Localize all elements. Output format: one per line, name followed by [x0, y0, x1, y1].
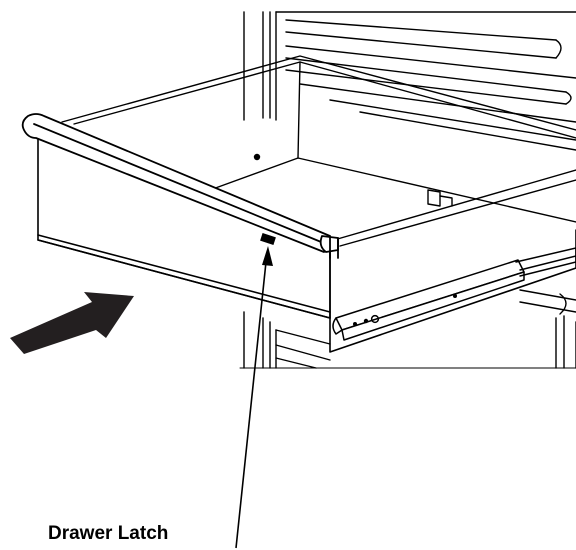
drawer-front-panel [37, 137, 576, 353]
push-arrow-icon [10, 292, 134, 354]
drawer-latch [260, 233, 276, 245]
mounting-hole [253, 153, 261, 161]
cabinet [239, 11, 576, 369]
drawer [21, 55, 576, 353]
callout-leader [235, 246, 273, 549]
drawer-latch-label: Drawer Latch [48, 523, 169, 544]
drawer-interior [61, 55, 576, 247]
upper-drawer-fronts [275, 11, 576, 151]
callout-arrowhead-icon [262, 246, 273, 266]
drawer-handle [21, 113, 339, 259]
latch-tab [427, 189, 441, 207]
lower-cabinet [239, 289, 576, 369]
slide-rail [332, 247, 576, 341]
